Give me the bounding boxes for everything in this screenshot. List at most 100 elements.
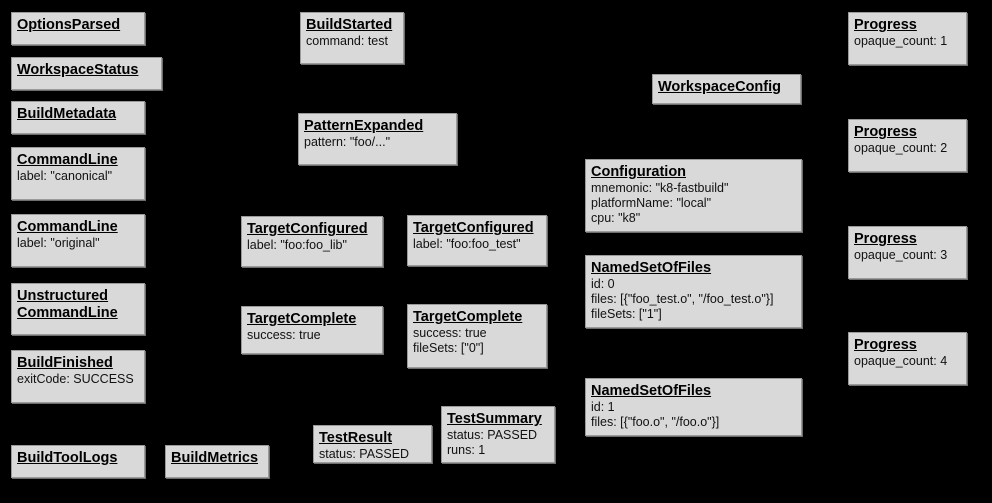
node-title: NamedSetOfFiles: [591, 260, 712, 276]
node-field: label: "original": [17, 236, 100, 250]
node-title: NamedSetOfFiles: [591, 383, 712, 399]
node-title: TestResult: [319, 430, 393, 446]
node-field: opaque_count: 4: [854, 354, 948, 368]
node-fields: pattern: "foo/...": [304, 135, 451, 150]
node-field: success: true: [413, 326, 487, 340]
node-title-wrap: BuildMetadata: [17, 105, 139, 122]
node-field: pattern: "foo/...": [304, 135, 391, 149]
node-field: label: "foo:foo_test": [413, 237, 521, 251]
node-field: label: "foo:foo_lib": [247, 238, 347, 252]
node-title: Progress: [854, 17, 917, 33]
node-build-tool-logs[interactable]: BuildToolLogs: [11, 445, 145, 478]
node-title: Configuration: [591, 164, 687, 180]
node-title: BuildMetadata: [17, 106, 117, 122]
node-title-wrap: Progress: [854, 230, 961, 247]
node-field: files: [{"foo_test.o", "/foo_test.o"}]: [591, 292, 774, 306]
node-fields: label: "foo:foo_test": [413, 237, 541, 252]
node-title: WorkspaceConfig: [658, 79, 782, 95]
node-title-wrap: BuildStarted: [306, 16, 398, 33]
node-build-metrics[interactable]: BuildMetrics: [165, 445, 269, 478]
node-title: Progress: [854, 337, 917, 353]
node-title-wrap: TargetComplete: [247, 310, 377, 327]
node-fields: mnemonic: "k8-fastbuild"platformName: "l…: [591, 181, 796, 226]
node-field: success: true: [247, 328, 321, 342]
node-field: opaque_count: 3: [854, 248, 948, 262]
node-title: CommandLine: [17, 305, 118, 321]
node-fields: opaque_count: 2: [854, 141, 961, 156]
node-title-wrap: WorkspaceConfig: [658, 78, 795, 95]
node-title-wrap: Progress: [854, 16, 961, 33]
node-title: BuildToolLogs: [17, 450, 118, 466]
node-build-metadata[interactable]: BuildMetadata: [11, 101, 145, 134]
node-field: exitCode: SUCCESS: [17, 372, 134, 386]
node-fields: success: true: [247, 328, 377, 343]
node-title-wrap: Configuration: [591, 163, 796, 180]
node-field: cpu: "k8": [591, 211, 641, 225]
node-field: status: PASSED: [447, 428, 538, 442]
node-field: files: [{"foo.o", "/foo.o"}]: [591, 415, 720, 429]
node-title: TargetComplete: [247, 311, 357, 327]
node-fields: opaque_count: 4: [854, 354, 961, 369]
node-title-wrap: BuildToolLogs: [17, 449, 139, 466]
node-title: TargetComplete: [413, 309, 523, 325]
node-field: command: test: [306, 34, 388, 48]
node-title: Progress: [854, 124, 917, 140]
node-title-wrap: Progress: [854, 123, 961, 140]
node-field: fileSets: ["0"]: [413, 341, 484, 355]
node-title-wrap: Progress: [854, 336, 961, 353]
node-title: TargetConfigured: [247, 221, 368, 237]
node-title: OptionsParsed: [17, 17, 121, 33]
node-field: platformName: "local": [591, 196, 712, 210]
node-title: WorkspaceStatus: [17, 62, 139, 78]
node-options-parsed[interactable]: OptionsParsed: [11, 12, 145, 45]
node-title-wrap: BuildMetrics: [171, 449, 263, 466]
node-title: PatternExpanded: [304, 118, 424, 134]
node-title-wrap: WorkspaceStatus: [17, 61, 156, 78]
node-fields: opaque_count: 3: [854, 248, 961, 263]
node-workspace-status[interactable]: WorkspaceStatus: [11, 57, 162, 90]
node-field: runs: 1: [447, 443, 486, 457]
node-title-wrap: CommandLine: [17, 151, 139, 168]
node-workspace-config[interactable]: WorkspaceConfig: [652, 74, 801, 104]
node-title-wrap: TestSummary: [447, 410, 549, 427]
node-title-wrap: OptionsParsed: [17, 16, 139, 33]
node-title: CommandLine: [17, 152, 118, 168]
node-title-wrap: NamedSetOfFiles: [591, 382, 796, 399]
node-fields: label: "canonical": [17, 169, 139, 184]
node-fields: status: PASSED: [319, 447, 426, 462]
node-field: label: "canonical": [17, 169, 113, 183]
node-field: fileSets: ["1"]: [591, 307, 662, 321]
node-title: Unstructured: [17, 288, 109, 304]
node-field: status: PASSED: [319, 447, 410, 461]
node-field: mnemonic: "k8-fastbuild": [591, 181, 729, 195]
node-fields: command: test: [306, 34, 398, 49]
node-title-wrap: PatternExpanded: [304, 117, 451, 134]
node-title-wrap: TargetComplete: [413, 308, 541, 325]
node-title-wrap: TestResult: [319, 429, 426, 446]
node-title: Progress: [854, 231, 917, 247]
node-field: opaque_count: 2: [854, 141, 948, 155]
node-title: BuildFinished: [17, 355, 113, 371]
